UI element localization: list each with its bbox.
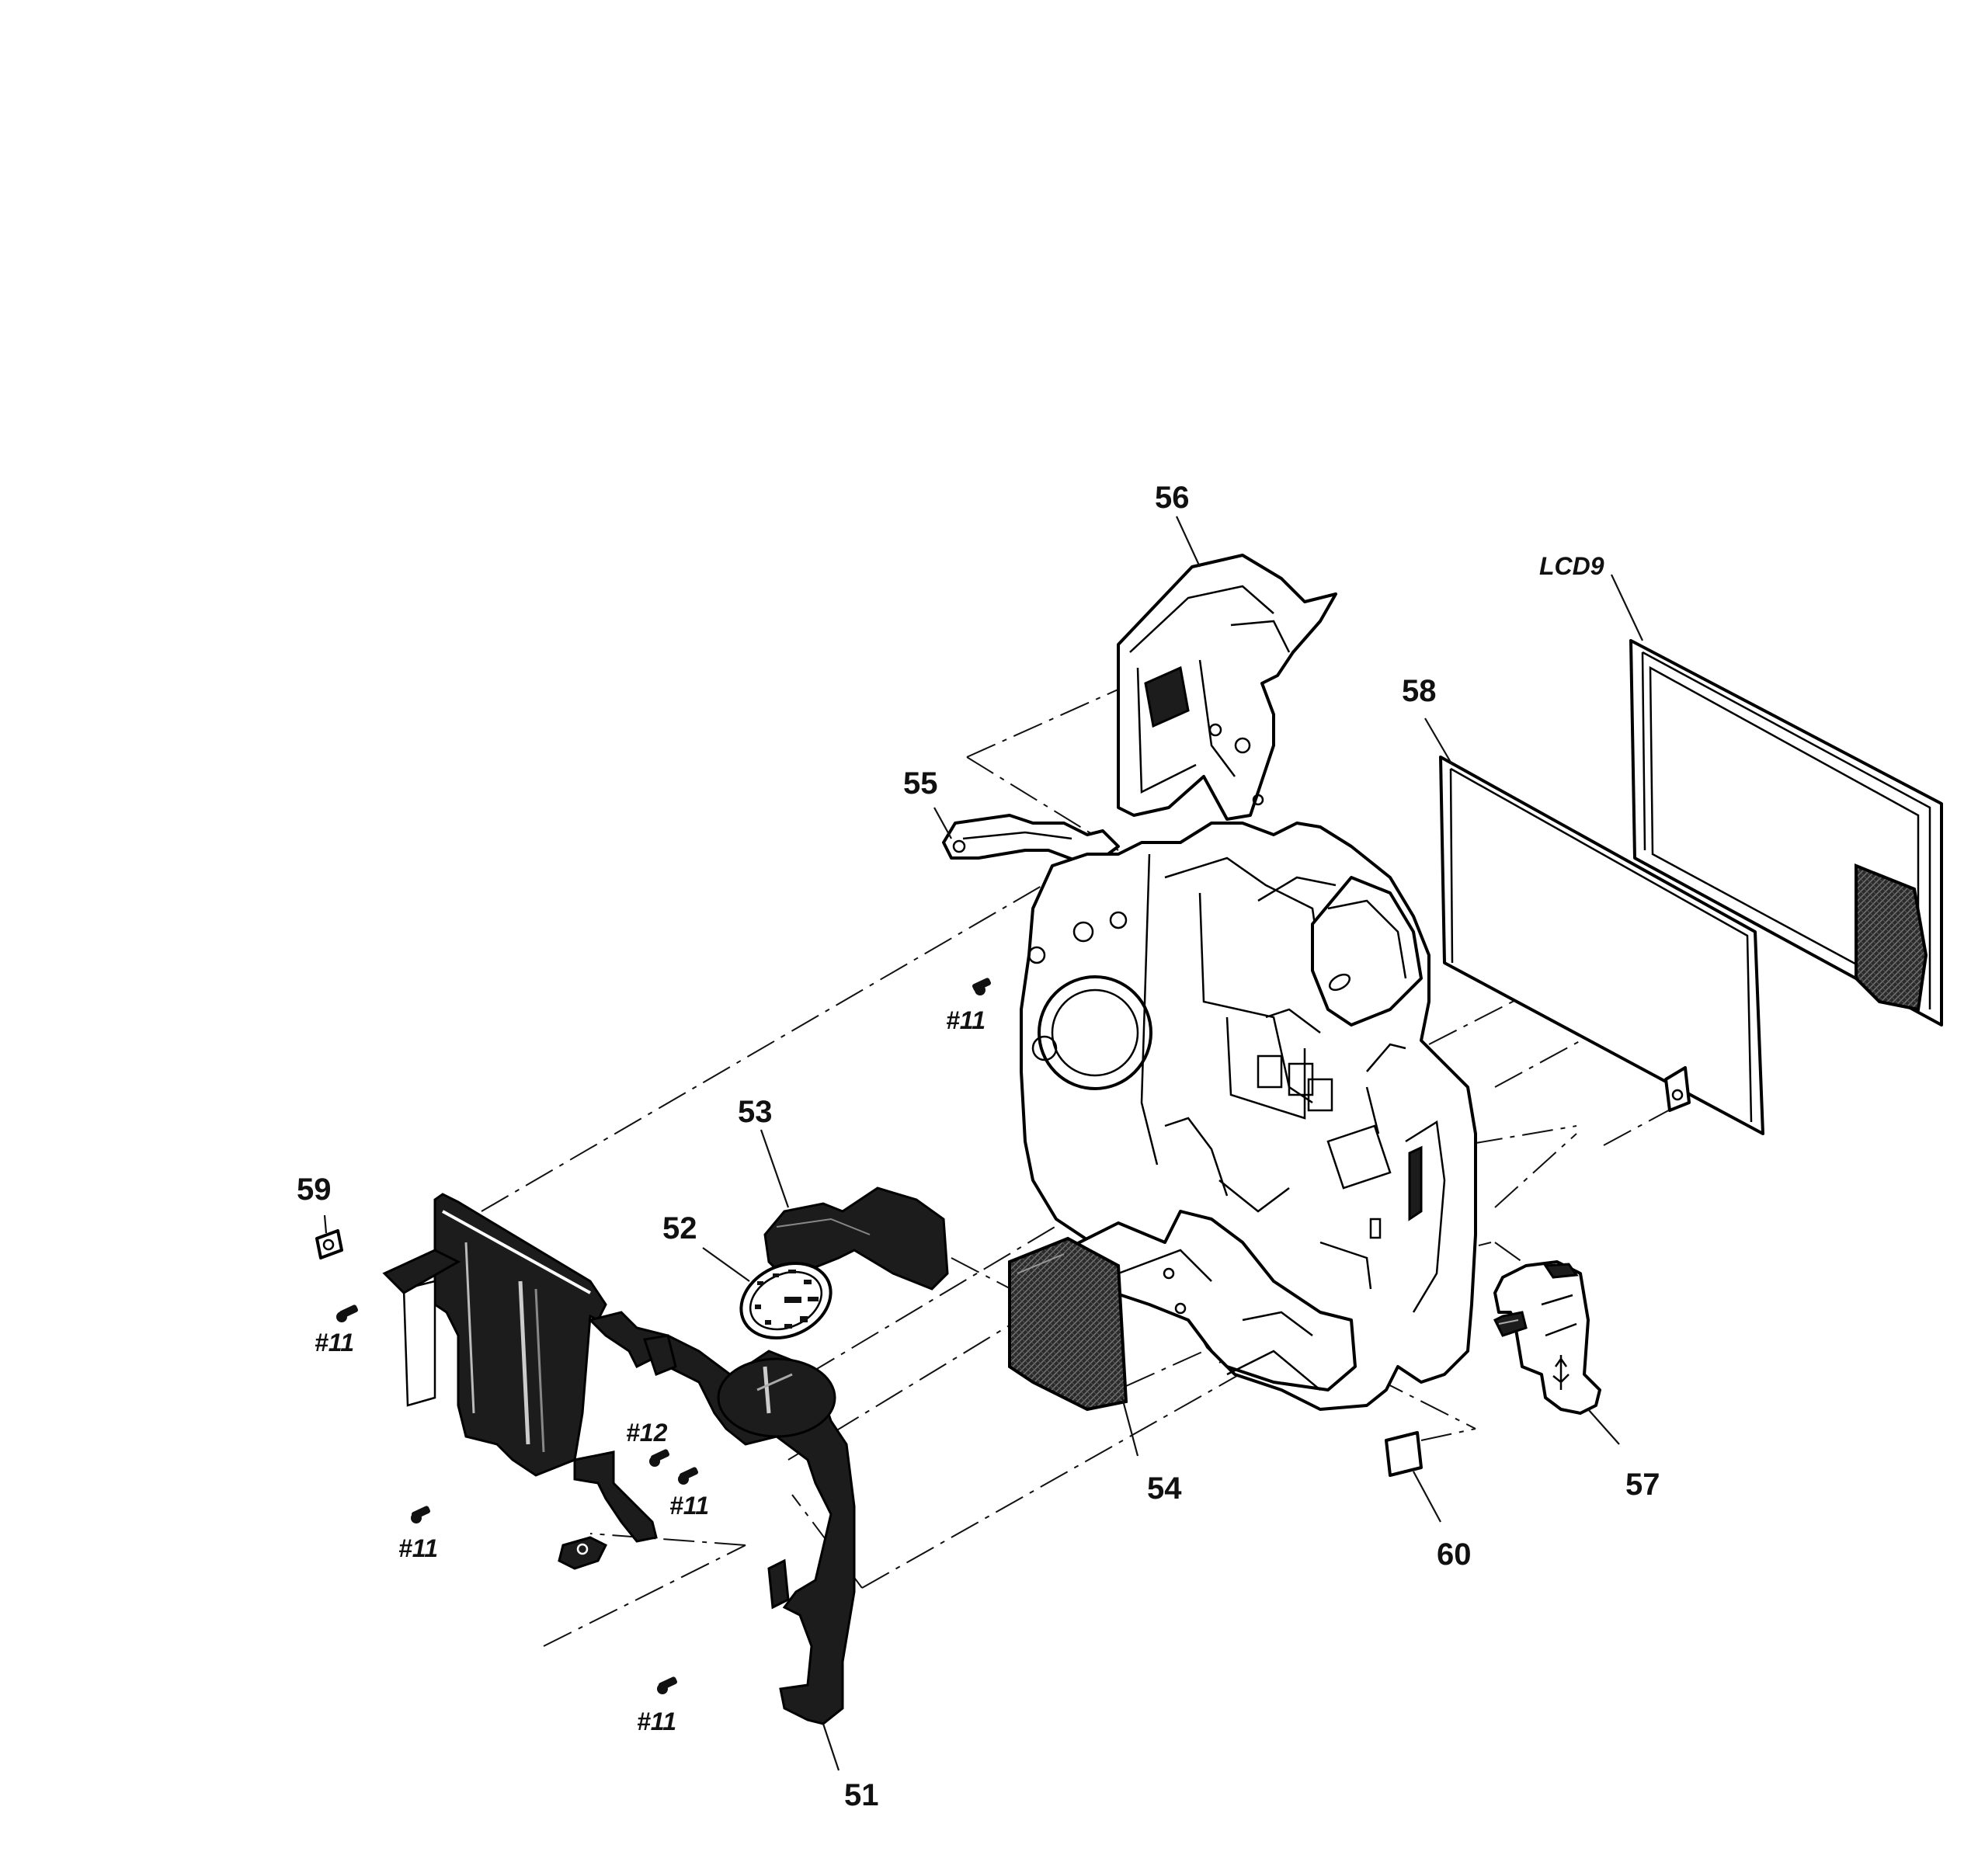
callout-58: 58 [1402,674,1437,708]
callout-lcd9: LCD9 [1539,552,1604,580]
callout-59: 59 [297,1172,332,1207]
leader-lines [323,516,1643,1771]
callout-labels: 56 55 LCD9 58 53 52 59 54 57 60 51 #11 #… [297,481,1660,1812]
part-59-clip [315,1229,343,1259]
part-60-sheet [1385,1431,1423,1477]
callout-60: 60 [1437,1537,1472,1572]
screw-label-11: #11 [669,1492,709,1520]
screw-label-11: #11 [637,1708,676,1735]
callout-51: 51 [844,1778,879,1812]
callout-52: 52 [662,1211,697,1245]
screw-label-11: #11 [315,1329,354,1357]
screw-icon [336,1305,359,1322]
part-52-dial-label [739,1261,833,1340]
screw-label-11: #11 [398,1534,438,1562]
screw-label-11: #11 [946,1006,986,1034]
callout-56: 56 [1155,481,1190,515]
main-body-frame [1020,822,1477,1411]
part-58-panel [1439,756,1764,1135]
screw-icon [411,1506,431,1523]
part-53-bracket [763,1186,949,1291]
part-51-rear-assembly [382,1193,856,1725]
part-57-usb-side-cover [1493,1260,1601,1415]
part-55-bracket [942,814,1120,863]
screw-icon [657,1676,678,1694]
callout-53: 53 [738,1095,773,1129]
part-56-top-cover [1117,554,1337,821]
part-lcd9-lcd-panel [1629,639,1943,1027]
part-54-mesh-grille [1008,1236,1128,1412]
callout-57: 57 [1625,1468,1660,1502]
screws [336,978,992,1694]
screw-icon [678,1467,699,1485]
screw-icon [972,978,992,995]
screw-label-12: #12 [626,1419,668,1447]
callout-54: 54 [1147,1471,1182,1506]
screw-icon [649,1449,670,1467]
callout-55: 55 [903,766,938,801]
